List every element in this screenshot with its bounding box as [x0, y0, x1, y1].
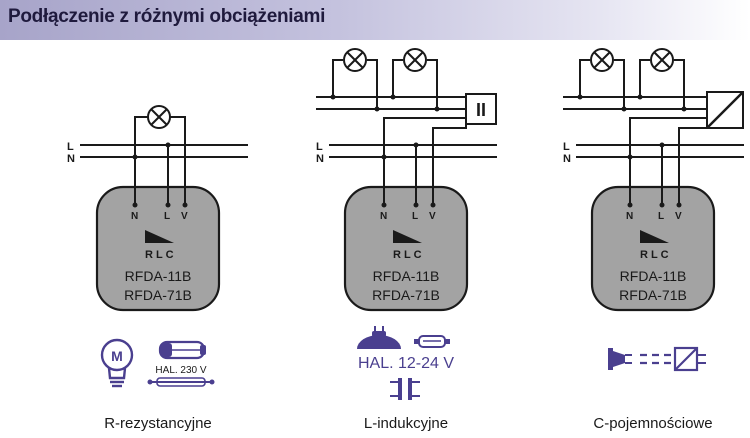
halogen-reflector-icon — [357, 326, 401, 349]
transformer-icon — [390, 378, 420, 400]
pin-label-l: L — [658, 211, 664, 222]
pin-label-v: V — [675, 211, 682, 222]
page-title: Podłączenie z różnymi obciążeniami — [8, 6, 326, 27]
led-lamp-icon — [608, 348, 632, 370]
bulb-icon: M — [100, 338, 134, 388]
pin-label-l: L — [164, 211, 170, 222]
transformer-symbol: II — [476, 100, 486, 120]
line-label-l: L — [316, 141, 323, 153]
module-model-1: RFDA-11B — [620, 268, 687, 284]
line-label-l: L — [563, 141, 570, 153]
panel-inductive: II L N N L V RLC RFDA- — [316, 48, 497, 432]
module-model-2: RFDA-71B — [372, 287, 440, 303]
halogen-tube-icon — [158, 340, 206, 360]
module-logo: RLC — [640, 249, 672, 261]
halogen-linear-icon — [147, 377, 215, 387]
pin-label-l: L — [412, 211, 418, 222]
transformer-box — [465, 93, 497, 125]
dimmer-ramp-icon — [640, 230, 669, 243]
panel-capacitive: L N N L V RLC RFDA-11B RFDA-71B — [563, 48, 744, 432]
capsule-lamp-icon — [414, 335, 450, 348]
pin-label-n: N — [131, 211, 138, 222]
electronic-transformer-icon — [673, 346, 706, 372]
module-logo: RLC — [145, 249, 177, 261]
module-model-1: RFDA-11B — [373, 268, 440, 284]
pin-label-v: V — [181, 211, 188, 222]
line-label-l: L — [67, 141, 74, 153]
pin-label-v: V — [429, 211, 436, 222]
pin-label-n: N — [380, 211, 387, 222]
electronic-transformer-box — [706, 91, 744, 129]
dimmer-module — [95, 185, 221, 312]
caption-inductive: L-indukcyjne — [364, 415, 448, 432]
dimmer-ramp-icon — [145, 230, 174, 243]
dimmer-module — [343, 185, 469, 312]
module-model-2: RFDA-71B — [124, 287, 192, 303]
module-model-2: RFDA-71B — [619, 287, 687, 303]
bulb-letter: M — [111, 348, 123, 364]
pin-label-n: N — [626, 211, 633, 222]
halogen-label: HAL. 230 V — [155, 365, 206, 376]
caption-resistive: R-rezystancyjne — [104, 415, 212, 432]
caption-capacitive: C-pojemnościowe — [593, 415, 712, 432]
module-logo: RLC — [393, 249, 425, 261]
dimmer-ramp-icon — [393, 230, 422, 243]
line-label-n: N — [316, 153, 324, 165]
dimmer-module — [590, 185, 716, 312]
module-model-1: RFDA-11B — [125, 268, 192, 284]
panel-resistive: L N N L V RLC RFDA-11B RFDA-71B — [67, 105, 248, 432]
line-label-n: N — [563, 153, 571, 165]
dashed-connection-icon — [640, 353, 672, 365]
halogen-label: HAL. 12-24 V — [358, 355, 454, 372]
header-bar: Podłączenie z różnymi obciążeniami — [0, 0, 750, 40]
line-label-n: N — [67, 153, 75, 165]
